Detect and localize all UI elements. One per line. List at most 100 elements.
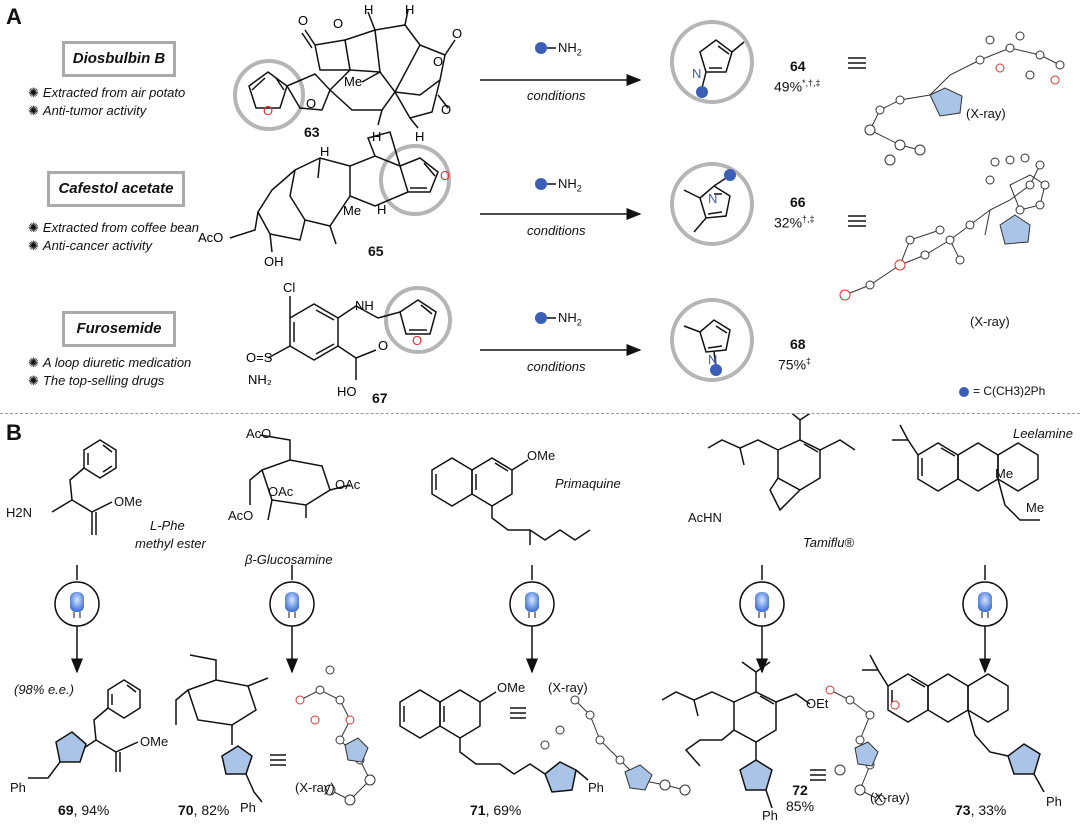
atom-me: Me <box>343 203 361 218</box>
bullet-line: ✺Extracted from air potato <box>28 85 186 100</box>
atom-o: O <box>378 338 388 353</box>
compound-number: 65 <box>368 243 384 259</box>
bullet-line: ✺Extracted from coffee bean <box>28 220 199 235</box>
amine-label: H2N <box>6 505 33 520</box>
atom-n: N <box>708 352 717 367</box>
product-yield: 32%†,‡ <box>774 214 815 231</box>
atom-ome: OMe <box>114 494 143 509</box>
reagent-label: NH2 <box>558 176 582 194</box>
pyrrole-highlight-circle <box>670 20 754 104</box>
atom-s: O=S <box>246 350 273 365</box>
xray-structure <box>825 685 900 806</box>
reagent-dot <box>535 178 547 190</box>
xray-structure <box>540 695 691 796</box>
panel-divider <box>0 413 1080 414</box>
xray-structure <box>839 153 1050 301</box>
atom-oet: OEt <box>806 696 829 711</box>
reagent-label: NH2 <box>558 40 582 58</box>
substrate-name: Tamiflu® <box>803 535 855 550</box>
atom-ph: Ph <box>1046 794 1062 809</box>
pyrrole-highlight-circle <box>670 162 754 246</box>
atom-aco: AcO <box>198 230 223 245</box>
atom-o: O <box>412 333 422 348</box>
atom-cl: Cl <box>283 280 295 295</box>
atom-h: H <box>415 129 424 144</box>
bullet-line: ✺A loop diuretic medication <box>28 355 192 370</box>
legend-label: = C(CH3)2Ph <box>973 384 1046 398</box>
atom-o: O <box>433 54 443 69</box>
product-yield: 75%‡ <box>778 356 812 373</box>
compound-number: 67 <box>372 390 388 406</box>
product-label: 73, 33% <box>955 802 1007 818</box>
atom-h: H <box>405 2 414 17</box>
compound-name-furosemide: Furosemide <box>62 311 176 347</box>
bullet-line: ✺Anti-cancer activity <box>28 238 152 253</box>
furan-highlight-circle <box>379 144 451 216</box>
cumyl-dot <box>710 364 722 376</box>
atom-ph: Ph <box>762 808 778 823</box>
atom-aco: AcO <box>228 508 254 523</box>
atom-o: O <box>263 103 273 118</box>
substrate-name: methyl ester <box>135 536 206 551</box>
atom-o: O <box>441 102 451 117</box>
xray-label: (X-ray) <box>970 314 1010 329</box>
compound-number: 63 <box>304 124 320 140</box>
panel-b-scheme <box>28 414 1045 809</box>
atom-me: Me <box>1026 500 1045 515</box>
atom-aco: AcO <box>246 426 272 441</box>
atom-ho: HO <box>337 384 357 399</box>
furan-highlight-circle <box>233 59 305 131</box>
xray-structure <box>295 665 376 806</box>
conditions-label: conditions <box>527 359 586 374</box>
xray-label: (X-ray) <box>966 106 1006 121</box>
xray-label: (X-ray) <box>295 780 335 795</box>
conditions-label: conditions <box>527 88 586 103</box>
product-label: 70, 82% <box>178 802 230 818</box>
atom-h: H <box>320 144 329 159</box>
atom-h: H <box>377 202 386 217</box>
atom-oac: OAc <box>268 484 294 499</box>
atom-n: N <box>692 66 701 81</box>
product-number: 68 <box>790 336 806 352</box>
atom-oh: OH <box>264 254 284 269</box>
pyrrole-highlight-circle <box>670 298 754 382</box>
product-label: 69, 94% <box>58 802 110 818</box>
xray-structure <box>864 31 1065 166</box>
atom-oac: OAc <box>335 477 361 492</box>
substrate-name: L-Phe <box>150 518 185 533</box>
legend-dot <box>959 387 969 397</box>
atom-o: O <box>306 96 316 111</box>
bullet-line: ✺Anti-tumor activity <box>28 103 147 118</box>
compound-name-diosbulbin: Diosbulbin B <box>62 41 176 77</box>
photoreactor-steps <box>54 565 1008 674</box>
xray-label: (X-ray) <box>870 790 910 805</box>
panel-a-label: A <box>6 4 22 29</box>
atom-h: H <box>364 2 373 17</box>
compound-name-cafestol: Cafestol acetate <box>47 171 185 207</box>
substrate-name: Leelamine <box>1013 426 1073 441</box>
atom-o: O <box>298 13 308 28</box>
furan-highlight-circle <box>384 286 452 354</box>
atom-ph: Ph <box>240 800 256 815</box>
conditions-label: conditions <box>527 223 586 238</box>
atom-ahn: AcHN <box>688 510 722 525</box>
atom-ome: OMe <box>497 680 526 695</box>
atom-o: O <box>333 16 343 31</box>
product-number: 64 <box>790 58 806 74</box>
cumyl-dot <box>724 169 736 181</box>
reagent-label: NH2 <box>558 310 582 328</box>
cumyl-dot <box>696 86 708 98</box>
panel-b-label: B <box>6 420 22 445</box>
reagent-dot <box>535 312 547 324</box>
panel-a-scheme: O O O O Me H H H H O O O O H Me H AcO OH <box>198 2 1065 399</box>
atom-nh: NH <box>355 298 374 313</box>
atom-n: N <box>708 191 717 206</box>
atom-h: H <box>372 129 381 144</box>
atom-ph: Ph <box>10 780 26 795</box>
ee-note: (98% e.e.) <box>14 682 74 697</box>
substrate-name: β-Glucosamine <box>245 552 333 567</box>
atom-me: Me <box>995 466 1014 481</box>
furan-ring <box>248 71 288 109</box>
atom-ome: OMe <box>527 448 556 463</box>
